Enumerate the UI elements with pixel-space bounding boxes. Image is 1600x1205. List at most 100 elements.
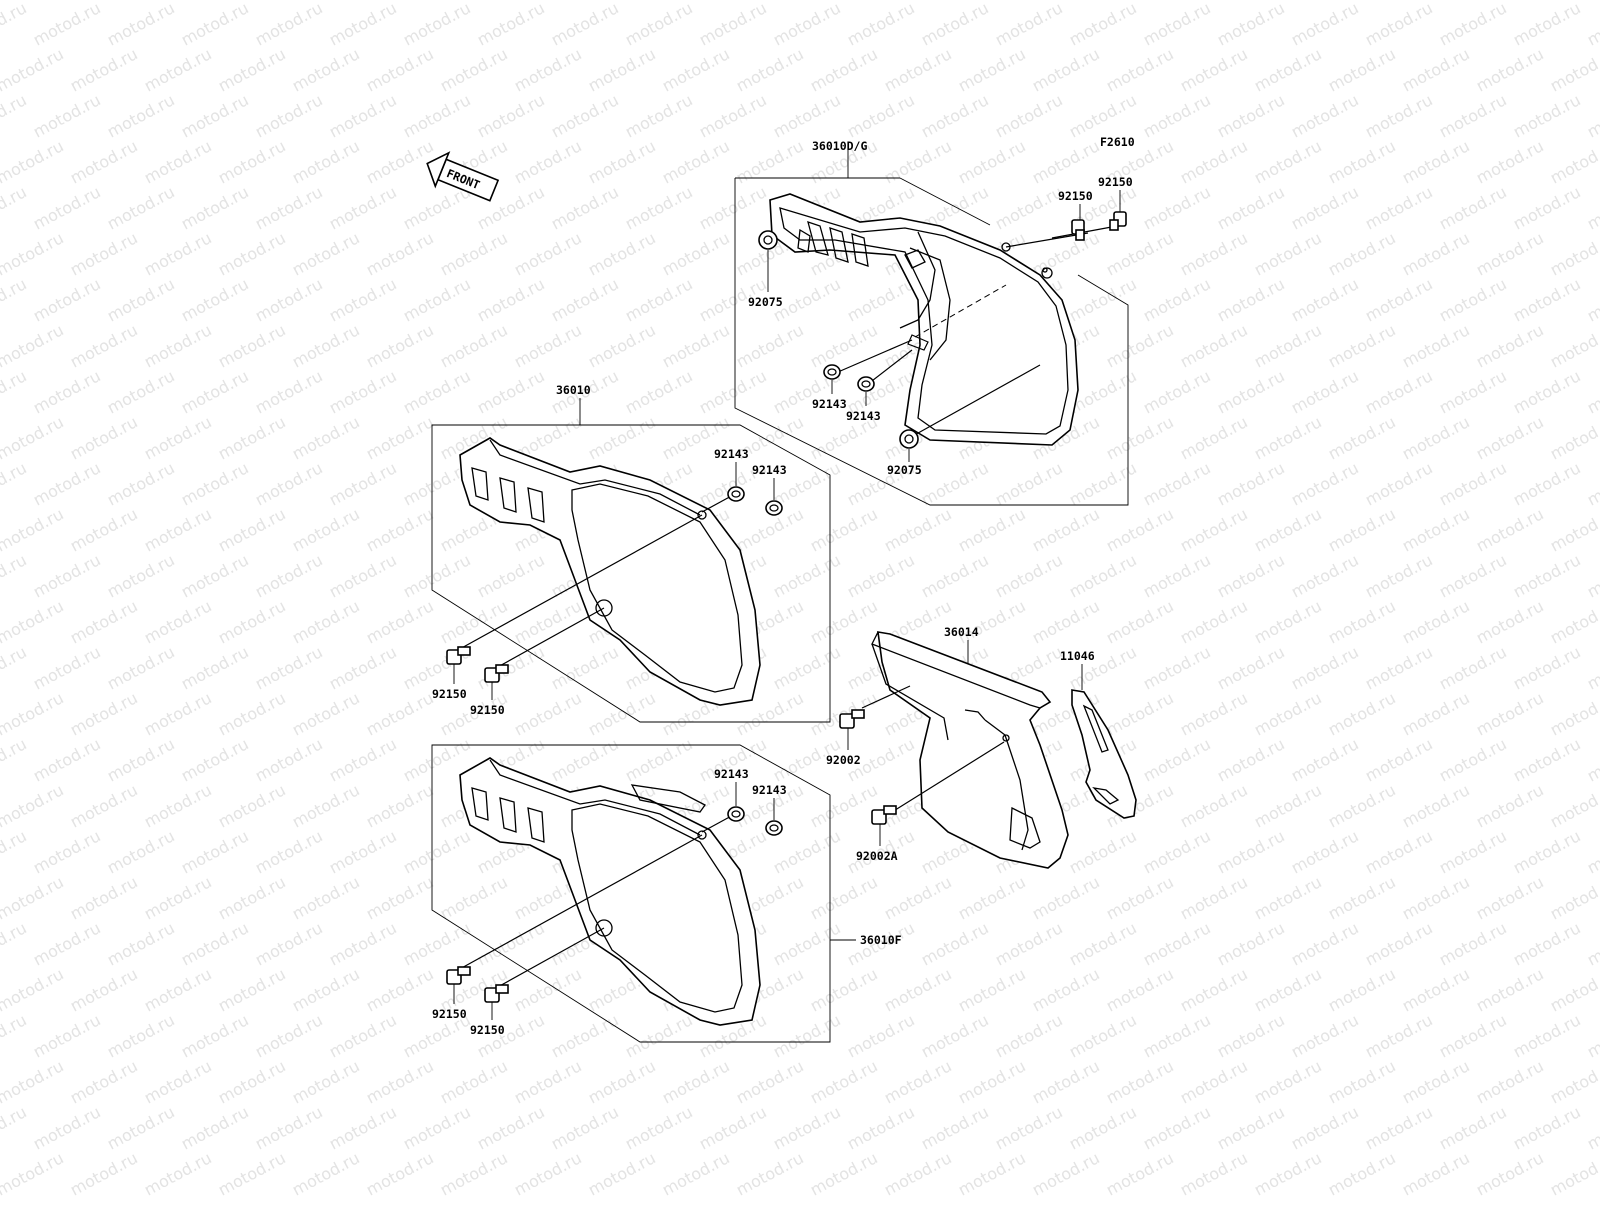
watermark-text: motod.ru (474, 274, 548, 325)
watermark-text: motod.ru (844, 550, 918, 601)
watermark-text: motod.ru (844, 90, 918, 141)
watermark-text: motod.ru (326, 734, 400, 785)
watermark-text: motod.ru (770, 1102, 844, 1153)
watermark-text: motod.ru (881, 1148, 955, 1199)
watermark-text: motod.ru (807, 504, 881, 555)
watermark-text: motod.ru (1473, 504, 1547, 555)
watermark-text: motod.ru (733, 1056, 807, 1107)
watermark-text: motod.ru (622, 734, 696, 785)
bolt-icon (871, 805, 897, 825)
watermark-text: motod.ru (1399, 964, 1473, 1015)
watermark-text: motod.ru (1325, 964, 1399, 1015)
watermark-text: motod.ru (252, 550, 326, 601)
watermark-text: motod.ru (696, 90, 770, 141)
watermark-text: motod.ru (1103, 1148, 1177, 1199)
label-bracket-bolt-2: 92002A (856, 849, 898, 863)
watermark-text: motod.ru (67, 1148, 141, 1199)
watermark-text: motod.ru (1251, 872, 1325, 923)
watermark-text: motod.ru (437, 0, 511, 4)
watermark-text: motod.ru (141, 228, 215, 279)
watermark-text: motod.ru (1177, 1056, 1251, 1107)
watermark-text: motod.ru (30, 1102, 104, 1153)
watermark-text: motod.ru (104, 366, 178, 417)
watermark-text: motod.ru (104, 826, 178, 877)
watermark-text: motod.ru (178, 642, 252, 693)
watermark-text: motod.ru (1436, 274, 1510, 325)
watermark-text: motod.ru (1251, 964, 1325, 1015)
watermark-text: motod.ru (326, 0, 400, 50)
watermark-text: motod.ru (733, 44, 807, 95)
label-36014: 36014 (944, 625, 979, 639)
label-36010f: 36010F (860, 933, 902, 947)
watermark-text: motod.ru (0, 1148, 67, 1199)
watermark-text: motod.ru (511, 1056, 585, 1107)
watermark-text: motod.ru (326, 826, 400, 877)
watermark-text: motod.ru (1177, 780, 1251, 831)
watermark-text: motod.ru (1140, 826, 1214, 877)
watermark-text: motod.ru (215, 596, 289, 647)
watermark-text: motod.ru (1288, 90, 1362, 141)
watermark-text: motod.ru (67, 504, 141, 555)
watermark-text: motod.ru (1214, 642, 1288, 693)
watermark-text: motod.ru (141, 412, 215, 463)
watermark-text: motod.ru (733, 320, 807, 371)
watermark-text: motod.ru (0, 90, 30, 141)
watermark-text: motod.ru (437, 44, 511, 95)
watermark-text: motod.ru (363, 964, 437, 1015)
watermark-text: motod.ru (511, 1148, 585, 1199)
watermark-text: motod.ru (363, 872, 437, 923)
watermark-text: motod.ru (400, 918, 474, 969)
watermark-text: motod.ru (1140, 1102, 1214, 1153)
watermark-text: motod.ru (955, 504, 1029, 555)
watermark-text: motod.ru (1473, 596, 1547, 647)
watermark-text: motod.ru (1177, 44, 1251, 95)
watermark-text: motod.ru (30, 826, 104, 877)
bolt-icon (484, 984, 509, 1003)
watermark-text: motod.ru (1251, 228, 1325, 279)
diagram-code: F2610 (1100, 135, 1135, 149)
watermark-text: motod.ru (30, 918, 104, 969)
watermark-text: motod.ru (252, 366, 326, 417)
watermark-text: motod.ru (326, 366, 400, 417)
watermark-text: motod.ru (67, 964, 141, 1015)
watermark-text: motod.ru (992, 918, 1066, 969)
label-upper-washer-2: 92143 (846, 409, 881, 423)
watermark-text: motod.ru (178, 734, 252, 785)
watermark-text: motod.ru (1399, 596, 1473, 647)
label-lower-bolt-1: 92150 (432, 1007, 467, 1021)
watermark-text: motod.ru (141, 688, 215, 739)
watermark-text: motod.ru (992, 1010, 1066, 1061)
watermark-text: motod.ru (696, 0, 770, 50)
watermark-text: motod.ru (1214, 1102, 1288, 1153)
watermark-text: motod.ru (1399, 780, 1473, 831)
watermark-text: motod.ru (1029, 44, 1103, 95)
watermark-text: motod.ru (1473, 964, 1547, 1015)
watermark-text: motod.ru (659, 0, 733, 4)
watermark-text: motod.ru (1510, 642, 1584, 693)
watermark-text: motod.ru (1177, 596, 1251, 647)
watermark-text: motod.ru (548, 182, 622, 233)
watermark-text: motod.ru (1251, 1056, 1325, 1107)
label-36010: 36010 (556, 383, 591, 397)
watermark-text: motod.ru (215, 1148, 289, 1199)
watermark-text: motod.ru (1510, 1102, 1584, 1153)
bolt-icon (446, 966, 471, 985)
watermark-text: motod.ru (622, 0, 696, 50)
watermark-text: motod.ru (807, 1148, 881, 1199)
watermark-text: motod.ru (918, 90, 992, 141)
watermark-text: motod.ru (1177, 872, 1251, 923)
watermark-text: motod.ru (918, 918, 992, 969)
watermark-text: motod.ru (289, 688, 363, 739)
watermark-text: motod.ru (1436, 1010, 1510, 1061)
watermark-text: motod.ru (1029, 872, 1103, 923)
watermark-text: motod.ru (215, 872, 289, 923)
watermark-text: motod.ru (289, 412, 363, 463)
watermark-text: motod.ru (1103, 320, 1177, 371)
watermark-text: motod.ru (252, 1102, 326, 1153)
watermark-text: motod.ru (437, 1148, 511, 1199)
label-middle-bolt-2: 92150 (470, 703, 505, 717)
watermark-text: motod.ru (1510, 734, 1584, 785)
watermark-text: motod.ru (844, 0, 918, 50)
watermark-text: motod.ru (1140, 458, 1214, 509)
